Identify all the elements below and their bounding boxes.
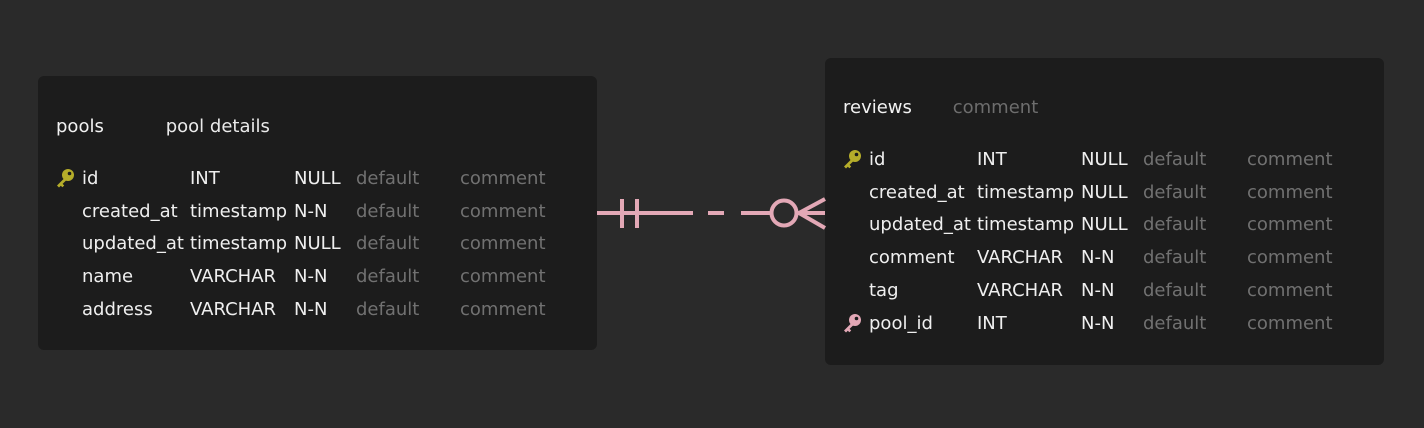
- column-default: default: [1143, 148, 1207, 170]
- column-comment: comment: [1247, 181, 1333, 203]
- column-nullable: NULL: [294, 167, 341, 189]
- table-row[interactable]: id INT NULL default comment: [841, 143, 1368, 176]
- column-nullable: NULL: [1081, 148, 1128, 170]
- column-comment: comment: [460, 167, 546, 189]
- column-type: VARCHAR: [190, 266, 277, 288]
- column-nullable: NULL: [1081, 214, 1128, 236]
- crow-foot-upper: [798, 197, 826, 215]
- pools-table-card[interactable]: pools pool details id INT NULL default comme…: [38, 76, 597, 350]
- column-name: updated_at: [82, 233, 184, 255]
- column-comment: comment: [460, 233, 546, 255]
- column-default: default: [1143, 312, 1207, 334]
- column-nullable: N-N: [294, 266, 328, 288]
- column-type: VARCHAR: [190, 299, 277, 321]
- column-default: default: [356, 266, 420, 288]
- column-name: tag: [869, 280, 899, 302]
- column-default: default: [356, 233, 420, 255]
- column-nullable: N-N: [1081, 280, 1115, 302]
- table-row[interactable]: pool_id INT N-N default comment: [841, 307, 1368, 340]
- table-row[interactable]: tag VARCHAR N-N default comment: [841, 274, 1368, 307]
- column-name: name: [82, 266, 134, 288]
- column-comment: comment: [460, 299, 546, 321]
- column-name: comment: [869, 247, 955, 269]
- column-nullable: N-N: [1081, 247, 1115, 269]
- column-comment: comment: [460, 266, 546, 288]
- column-comment: comment: [1247, 148, 1333, 170]
- table-name: reviews: [843, 97, 912, 118]
- foreign-key-icon: [841, 312, 869, 334]
- pools-table-header: pools pool details: [56, 116, 579, 137]
- column-comment: comment: [1247, 280, 1333, 302]
- column-comment: comment: [1247, 247, 1333, 269]
- column-default: default: [1143, 214, 1207, 236]
- column-type: INT: [977, 148, 1007, 170]
- primary-key-icon: [841, 148, 869, 170]
- column-name: address: [82, 299, 153, 321]
- column-name: updated_at: [869, 214, 971, 236]
- table-row[interactable]: created_at timestamp NULL default comment: [841, 176, 1368, 209]
- column-default: default: [356, 299, 420, 321]
- table-row[interactable]: id INT NULL default comment: [54, 162, 581, 195]
- column-nullable: N-N: [294, 200, 328, 222]
- column-type: INT: [977, 312, 1007, 334]
- column-type: VARCHAR: [977, 247, 1064, 269]
- column-name: id: [82, 167, 99, 189]
- column-type: timestamp: [190, 200, 288, 222]
- column-default: default: [356, 200, 420, 222]
- column-type: timestamp: [977, 214, 1075, 236]
- zero-circle: [769, 198, 799, 228]
- column-nullable: NULL: [294, 233, 341, 255]
- column-nullable: N-N: [1081, 312, 1115, 334]
- table-comment: comment: [952, 97, 1039, 118]
- column-comment: comment: [460, 200, 546, 222]
- column-type: INT: [190, 167, 220, 189]
- crow-foot-lower: [798, 211, 826, 230]
- column-comment: comment: [1247, 214, 1333, 236]
- column-default: default: [1143, 280, 1207, 302]
- table-name: pools: [56, 116, 104, 137]
- table-row[interactable]: address VARCHAR N-N default comment: [54, 293, 581, 326]
- column-nullable: NULL: [1081, 181, 1128, 203]
- column-default: default: [1143, 181, 1207, 203]
- column-type: timestamp: [190, 233, 288, 255]
- reviews-table-header: reviews comment: [843, 97, 1366, 118]
- table-row[interactable]: created_at timestamp N-N default comment: [54, 195, 581, 228]
- column-nullable: N-N: [294, 299, 328, 321]
- column-type: VARCHAR: [977, 280, 1064, 302]
- table-row[interactable]: comment VARCHAR N-N default comment: [841, 241, 1368, 274]
- column-type: timestamp: [977, 181, 1075, 203]
- table-comment: pool details: [165, 116, 270, 137]
- column-comment: comment: [1247, 312, 1333, 334]
- table-row[interactable]: updated_at timestamp NULL default comment: [54, 228, 581, 261]
- column-name: pool_id: [869, 312, 933, 334]
- table-row[interactable]: name VARCHAR N-N default comment: [54, 260, 581, 293]
- column-name: created_at: [82, 200, 178, 222]
- column-name: created_at: [869, 181, 965, 203]
- primary-key-icon: [54, 167, 82, 189]
- column-name: id: [869, 148, 886, 170]
- table-row[interactable]: updated_at timestamp NULL default comment: [841, 209, 1368, 242]
- column-default: default: [356, 167, 420, 189]
- column-default: default: [1143, 247, 1207, 269]
